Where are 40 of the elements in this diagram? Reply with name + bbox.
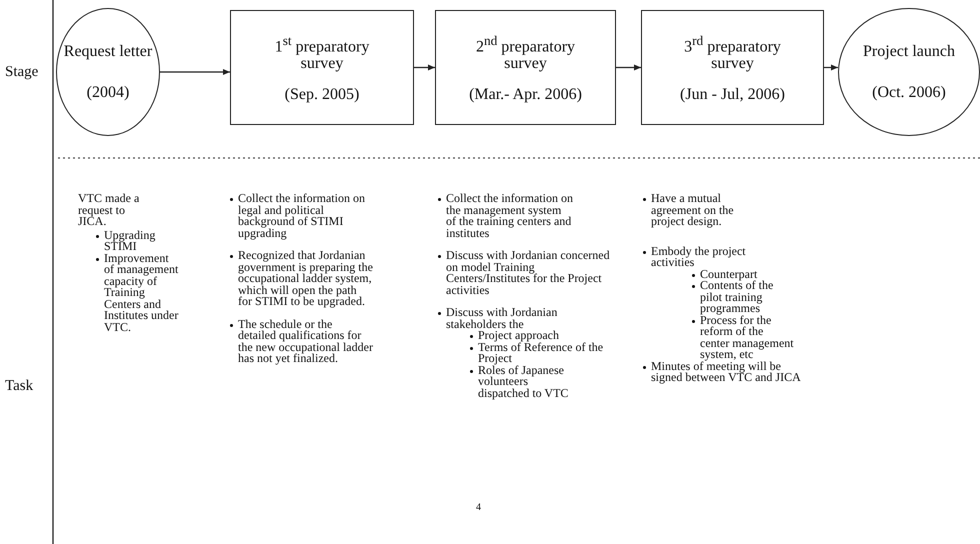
task-text: Discuss with Jordanian concerned on model Training Centers/Institutes for the Project activities bbox=[446, 250, 611, 296]
stage-name: 2$^{nd}$ preparatory survey bbox=[474, 32, 576, 72]
stage-circle bbox=[838, 8, 980, 136]
stage-box bbox=[435, 10, 616, 125]
stage-name: 1$^{st}$ preparatory survey bbox=[274, 32, 370, 72]
stage-box bbox=[641, 10, 824, 125]
task-text: Recognized that Jordanian government is preparing the occupational ladder system, which will open the path for STIMI to be upgraded. bbox=[238, 250, 373, 308]
task-text: Process for the reform of the center management system, etc bbox=[700, 314, 795, 360]
task-text: The schedule or the detailed qualifications for the new occupational ladder has not yet finalized. bbox=[238, 318, 373, 364]
arrow bbox=[616, 64, 641, 70]
task-text: Upgrading STIMI bbox=[104, 230, 156, 252]
task-text: Discuss with Jordanian stakeholders the bbox=[446, 307, 558, 330]
stage-date: (Mar.- Apr. 2006) bbox=[469, 86, 582, 104]
stage-date: (2004) bbox=[86, 84, 130, 101]
page-number: 4 bbox=[476, 502, 482, 514]
task-text: Project approach bbox=[478, 330, 560, 342]
row-heading: Task bbox=[5, 378, 34, 395]
task-text: Roles of Japanese volunteers dispatched to VTC bbox=[478, 364, 570, 399]
stage-name: Project launch bbox=[863, 43, 955, 60]
stage-date: (Oct. 2006) bbox=[872, 84, 946, 101]
stage-date: (Sep. 2005) bbox=[284, 86, 360, 104]
arrow bbox=[160, 69, 230, 75]
task-text: Terms of Reference of the Project bbox=[478, 342, 604, 364]
stage-name: 3$^{rd}$ preparatory survey bbox=[683, 32, 782, 72]
arrow bbox=[414, 64, 435, 70]
row-heading: Stage bbox=[5, 64, 40, 81]
task-text: VTC made a request to JICA. bbox=[78, 193, 140, 228]
task-text: Have a mutual agreement on the project design. bbox=[651, 193, 735, 228]
task-text: Contents of the pilot training programmes bbox=[700, 280, 774, 314]
stage-circle bbox=[56, 8, 160, 136]
stage-name: Request letter bbox=[64, 43, 152, 60]
task-text: Minutes of meeting will be signed between VTC and JICA bbox=[651, 360, 801, 384]
task-text: Counterpart bbox=[700, 268, 758, 280]
task-text: Collect the information on legal and political background of STIMI upgrading bbox=[238, 193, 366, 239]
stage-box bbox=[230, 10, 414, 125]
task-text: Improvement of management capacity of Training Centers and Institutes under VTC. bbox=[104, 252, 180, 333]
task-text: Collect the information on the management system of the training centers and institutes bbox=[446, 193, 574, 239]
task-text: Embody the project activities bbox=[651, 246, 747, 268]
stage-date: (Jun - Jul, 2006) bbox=[680, 86, 785, 104]
arrow bbox=[824, 64, 838, 70]
